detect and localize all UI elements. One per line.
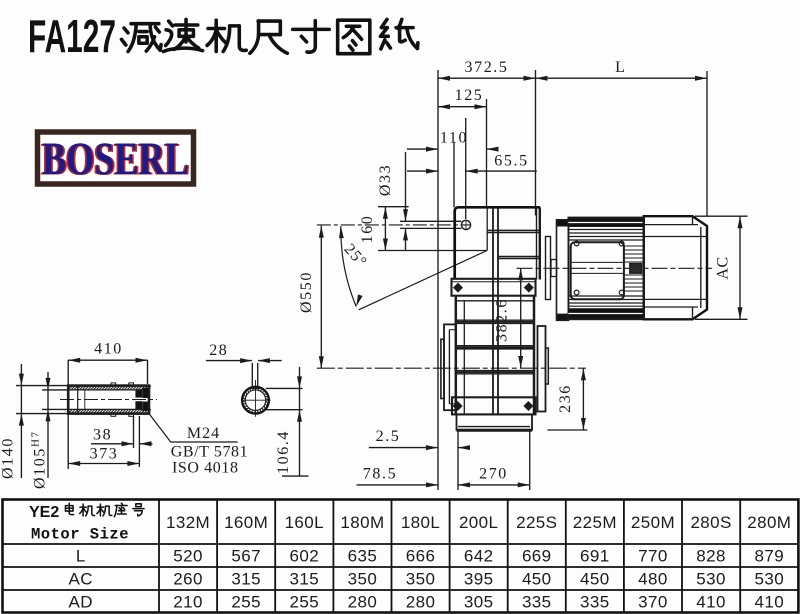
svg-text:530: 530 [696, 570, 726, 589]
svg-text:Ø33: Ø33 [377, 164, 394, 196]
svg-text:AD: AD [69, 593, 93, 612]
svg-text:38: 38 [93, 427, 112, 444]
svg-text:BOSERL: BOSERL [42, 133, 189, 185]
svg-text:450: 450 [522, 570, 552, 589]
svg-text:AC: AC [715, 256, 732, 279]
svg-text:602: 602 [290, 547, 320, 566]
svg-text:410: 410 [696, 593, 726, 612]
svg-text:280: 280 [406, 593, 436, 612]
svg-text:160: 160 [359, 215, 376, 244]
svg-text:BOSERL: BOSERL [40, 134, 187, 186]
svg-text:225M: 225M [573, 513, 617, 532]
svg-text:M24: M24 [187, 425, 220, 442]
svg-text:280M: 280M [747, 513, 791, 532]
svg-text:450: 450 [580, 570, 610, 589]
svg-text:642: 642 [464, 547, 494, 566]
svg-text:372.5: 372.5 [465, 59, 509, 76]
svg-text:350: 350 [406, 570, 436, 589]
svg-text:635: 635 [348, 547, 378, 566]
svg-text:280: 280 [348, 593, 378, 612]
svg-text:L: L [615, 59, 625, 76]
svg-text:L: L [76, 547, 86, 566]
svg-text:879: 879 [755, 547, 785, 566]
svg-text:382.6: 382.6 [494, 298, 511, 342]
svg-text:132M: 132M [166, 513, 210, 532]
svg-text:370: 370 [638, 593, 668, 612]
svg-text:410: 410 [94, 341, 123, 358]
svg-text:691: 691 [580, 547, 610, 566]
svg-text:Motor Size: Motor Size [31, 526, 129, 544]
svg-text:770: 770 [638, 547, 668, 566]
svg-text:AC: AC [69, 570, 93, 589]
svg-text:520: 520 [173, 547, 203, 566]
svg-text:78.5: 78.5 [363, 466, 397, 483]
svg-text:350: 350 [348, 570, 378, 589]
svg-text:260: 260 [173, 570, 203, 589]
svg-text:FA127: FA127 [28, 10, 116, 62]
svg-text:BOSERL: BOSERL [44, 134, 191, 186]
svg-text:106.4: 106.4 [275, 430, 292, 474]
svg-text:160M: 160M [224, 513, 268, 532]
svg-text:236: 236 [557, 384, 574, 413]
svg-text:410: 410 [755, 593, 785, 612]
svg-text:110: 110 [440, 130, 468, 147]
svg-text:210: 210 [173, 593, 203, 612]
svg-text:125: 125 [455, 87, 484, 104]
svg-text:65.5: 65.5 [494, 153, 528, 170]
svg-text:225S: 225S [516, 513, 557, 532]
svg-text:280S: 280S [690, 513, 731, 532]
svg-text:315: 315 [231, 570, 261, 589]
svg-text:395: 395 [464, 570, 494, 589]
svg-text:GB/T 5781: GB/T 5781 [171, 444, 249, 461]
svg-text:Ø550: Ø550 [298, 271, 315, 313]
svg-text:530: 530 [755, 570, 785, 589]
svg-text:160L: 160L [285, 513, 324, 532]
svg-text:YE2: YE2 [29, 504, 59, 521]
svg-text:666: 666 [406, 547, 436, 566]
svg-text:Ø140: Ø140 [0, 437, 17, 479]
svg-text:335: 335 [580, 593, 610, 612]
svg-text:ISO 4018: ISO 4018 [172, 460, 239, 477]
svg-text:255: 255 [290, 593, 320, 612]
svg-text:28: 28 [209, 342, 228, 359]
svg-text:315: 315 [290, 570, 320, 589]
svg-text:255: 255 [231, 593, 261, 612]
svg-text:373: 373 [90, 446, 119, 463]
svg-text:335: 335 [522, 593, 552, 612]
svg-text:2.5: 2.5 [376, 428, 401, 445]
svg-text:828: 828 [696, 547, 726, 566]
svg-text:200L: 200L [459, 513, 498, 532]
svg-text:180M: 180M [340, 513, 384, 532]
svg-text:480: 480 [638, 570, 668, 589]
svg-text:567: 567 [231, 547, 261, 566]
svg-text:669: 669 [522, 547, 552, 566]
svg-text:305: 305 [464, 593, 494, 612]
svg-text:270: 270 [479, 466, 508, 483]
svg-text:180L: 180L [401, 513, 440, 532]
svg-text:250M: 250M [631, 513, 675, 532]
